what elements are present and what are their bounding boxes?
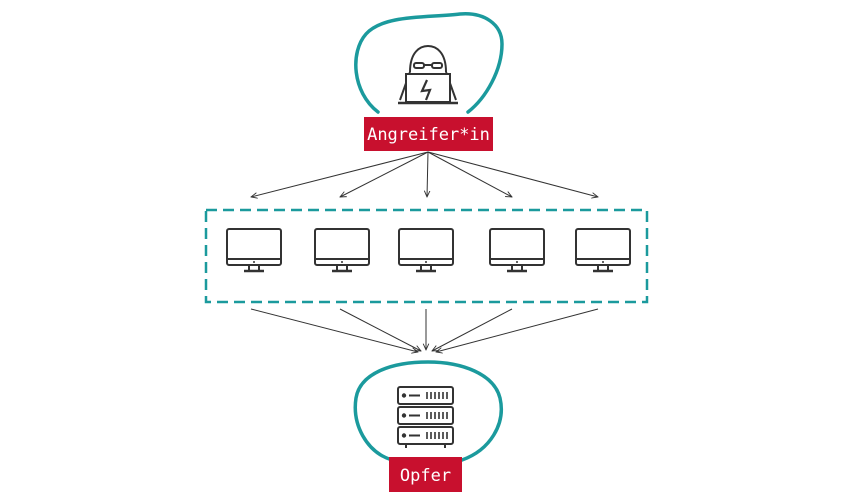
monitor-icon: [313, 227, 371, 273]
attacker-to-bots-arrows: [251, 151, 598, 197]
monitor-icon: [488, 227, 546, 273]
monitor-icon: [574, 227, 632, 273]
arrow-to-bot-2: [340, 151, 429, 197]
hacker-laptop-icon: [398, 44, 458, 105]
arrow-from-bot-5: [436, 308, 599, 352]
arrow-from-bot-4: [432, 308, 513, 351]
victim-node: Opfer: [353, 360, 503, 492]
attacker-blob: [354, 12, 504, 114]
arrow-to-bot-5: [427, 151, 598, 197]
botnet-devices: [225, 227, 632, 273]
arrow-from-bot-1: [250, 308, 418, 352]
botnet-group-border: [204, 208, 649, 304]
bots-to-victim-arrows: [250, 308, 599, 352]
attacker-label: Angreifer*in: [367, 125, 490, 145]
arrow-to-bot-1: [251, 151, 429, 197]
monitor-icon: [225, 227, 283, 273]
monitor-icon: [397, 227, 455, 273]
victim-label: Opfer: [400, 466, 451, 486]
arrow-to-bot-3: [427, 151, 428, 197]
arrow-to-bot-4: [427, 151, 512, 197]
arrow-from-bot-2: [339, 308, 421, 351]
victim-blob: [353, 360, 503, 462]
attacker-label-box: [364, 117, 493, 151]
attacker-node: Angreifer*in: [354, 12, 504, 151]
victim-label-box: [389, 457, 462, 492]
server-stack-icon: [397, 386, 454, 448]
